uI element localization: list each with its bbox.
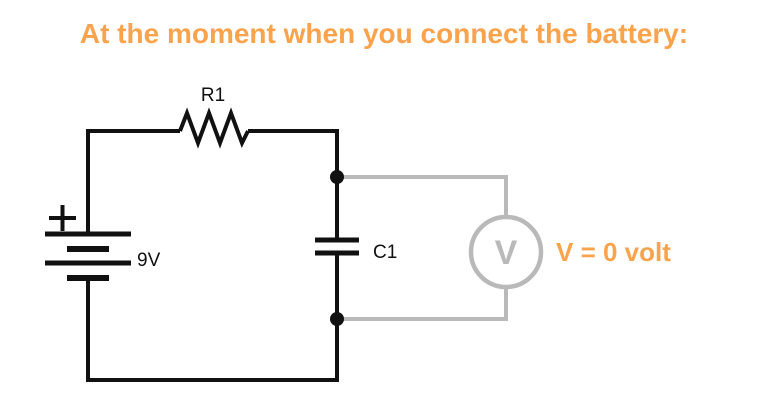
- battery-plus-sign: [49, 205, 76, 231]
- voltmeter-wire-bottom: [337, 287, 508, 321]
- page-title: At the moment when you connect the batte…: [79, 18, 689, 49]
- wire-bottom: [86, 255, 339, 382]
- battery-symbol: 9V: [45, 205, 161, 281]
- voltmeter-wire-top: [337, 175, 508, 217]
- wire-voltmeter-branch: [337, 175, 508, 321]
- capacitor-symbol: C1: [315, 237, 397, 263]
- capacitor-label: C1: [373, 242, 397, 263]
- wire-top-left: [86, 129, 180, 234]
- junction-dot-top: [330, 170, 344, 184]
- wire-top-right: [248, 129, 339, 238]
- voltmeter-reading: V = 0 volt: [556, 237, 671, 267]
- resistor-zigzag: [178, 107, 250, 149]
- wire-main-loop: [86, 129, 339, 382]
- voltmeter-letter: V: [495, 234, 518, 272]
- resistor-symbol: R1: [178, 85, 250, 149]
- junction-dot-bottom: [330, 312, 344, 326]
- voltmeter-symbol: V: [468, 214, 544, 290]
- battery-label: 9V: [137, 250, 161, 271]
- voltmeter-circle: [468, 214, 544, 290]
- resistor-label: R1: [201, 85, 225, 106]
